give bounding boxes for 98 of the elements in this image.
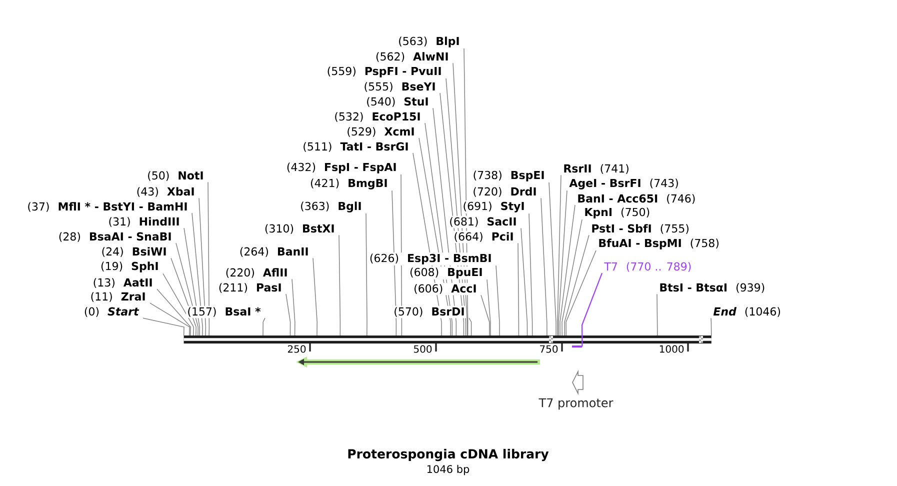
cut-site-label: (220) AflII: [226, 268, 287, 278]
cut-site-label: (310) BstXI: [265, 224, 334, 234]
scale-label: 1000: [660, 345, 684, 353]
cut-site-label: AgeI - BsrFI (743): [569, 178, 678, 190]
title: Proterospongia cDNA library: [348, 448, 549, 462]
cut-site-label: (264) BanII: [240, 247, 308, 257]
cut-site-label: (559) PspFI - PvuII: [328, 66, 441, 78]
scale-label: 750: [540, 345, 558, 353]
leader-line: [176, 242, 198, 336]
leader-line: [418, 138, 451, 336]
leader-line: [338, 234, 341, 336]
leader-line: [400, 174, 402, 336]
cut-site-label: (363) BglI: [301, 202, 361, 212]
leader-line: [292, 278, 296, 336]
cut-site-label: (626) Esp3I - BsmBI: [370, 254, 491, 264]
leader-line: [440, 92, 464, 336]
cut-site-label: (43) XbaI: [137, 187, 194, 197]
leader-line: [480, 294, 490, 336]
cut-site-label: KpnI (750): [585, 208, 650, 218]
leader-line: [581, 272, 603, 346]
leader-line: [548, 182, 556, 336]
leader-line: [392, 190, 397, 336]
sequence-end-label: End (1046): [713, 307, 780, 317]
cut-site-label: (157) BsaI *: [188, 307, 261, 317]
leader-line: [468, 318, 472, 336]
cut-site-label: (555) BseYI: [364, 82, 435, 92]
leader-line: [464, 48, 468, 336]
cut-site-label: (691) StyI: [464, 202, 524, 212]
leader-line: [262, 318, 266, 336]
leader-line: [424, 122, 453, 336]
cut-site-label: (681) SacII: [450, 217, 516, 227]
leader-line: [528, 213, 533, 336]
primer-mark: [572, 346, 582, 348]
leader-line: [518, 242, 520, 336]
leader-line: [560, 204, 576, 336]
primer-label: T7 (770 .. 789): [604, 262, 691, 272]
sequence-end-label: (0) Start: [84, 307, 140, 317]
cut-site-label: (31) HindIII: [109, 217, 179, 227]
leader-line: [208, 182, 210, 336]
leader-line: [192, 212, 203, 336]
cut-site-label: (738) BspEI: [474, 170, 544, 182]
cut-site-label: BfuAI - BspMI (758): [599, 238, 718, 250]
cut-site-label: (13) AatII: [94, 278, 152, 288]
leader-line: [198, 198, 206, 336]
cut-site-label: (432) FspI - FspAI: [287, 162, 396, 174]
cut-site-label: (570) BsrDI: [394, 307, 464, 317]
cut-site-label: BanI - Acc65I (746): [578, 194, 695, 204]
leader-line: [366, 213, 368, 336]
leader-line: [566, 250, 596, 336]
cut-site-label: (664) PciI: [454, 232, 513, 242]
scale-label: 500: [414, 345, 432, 353]
leader-line: [150, 302, 190, 336]
cut-site-label: (532) EcoP15I: [335, 112, 420, 122]
leader-line: [170, 258, 196, 336]
leader-line: [656, 294, 658, 336]
node-label: T7 promoter: [538, 398, 614, 410]
leader-line: [520, 228, 528, 336]
cut-site-label: (50) NotI: [148, 171, 203, 181]
sequence-backbone: [184, 336, 712, 344]
cut-site-label: (529) XcmI: [348, 127, 414, 137]
cut-site-label: (211) PasI: [219, 283, 281, 293]
scale-label: 250: [288, 345, 306, 353]
leader-line: [564, 234, 590, 336]
cut-site-label: (37) MflI * - BstYI - BamHI: [28, 202, 187, 212]
leader-line: [162, 273, 194, 336]
leader-line: [412, 152, 442, 336]
leader-line: [558, 190, 568, 336]
leader-line: [557, 174, 562, 336]
cut-site-label: (28) BsaAI - SnaBI: [59, 232, 171, 242]
leader-line: [710, 318, 712, 336]
leader-line: [452, 62, 468, 336]
cut-site-label: (540) StuI: [367, 97, 428, 107]
leader-line: [486, 279, 491, 336]
cut-site-label: (720) DrdI: [474, 187, 536, 197]
leader-line: [312, 258, 318, 336]
gene-feature: [296, 356, 540, 368]
subtitle: 1046 bp: [427, 464, 470, 476]
cut-site-label: PstI - SbfI (755): [592, 224, 688, 234]
leader-line: [432, 108, 457, 336]
cut-site-label: (563) BlpI: [399, 36, 459, 48]
cut-site-label: BtsI - BtsαI (939): [660, 283, 764, 293]
cut-site-label: (24) BsiWI: [102, 247, 166, 257]
cut-site-label: (11) ZraI: [91, 292, 145, 302]
leader-line: [156, 288, 191, 336]
leader-line: [184, 228, 200, 336]
cut-site-label: RsrII (741): [564, 164, 628, 174]
leader-line: [562, 219, 582, 336]
cut-site-label: (606) AccI: [414, 284, 476, 294]
cut-site-label: (608) BpuEI: [410, 268, 482, 278]
cut-site-label: (421) BmgBI: [310, 178, 387, 190]
leader-line: [286, 294, 291, 336]
cut-site-label: (19) SphI: [101, 262, 158, 272]
leader-line: [496, 265, 500, 336]
leader-line: [540, 198, 548, 336]
cut-site-label: (511) TatI - BsrGI: [304, 142, 408, 152]
leader-line: [446, 78, 466, 336]
leader-line: [142, 318, 184, 336]
cut-site-label: (562) AlwNI: [376, 52, 448, 62]
